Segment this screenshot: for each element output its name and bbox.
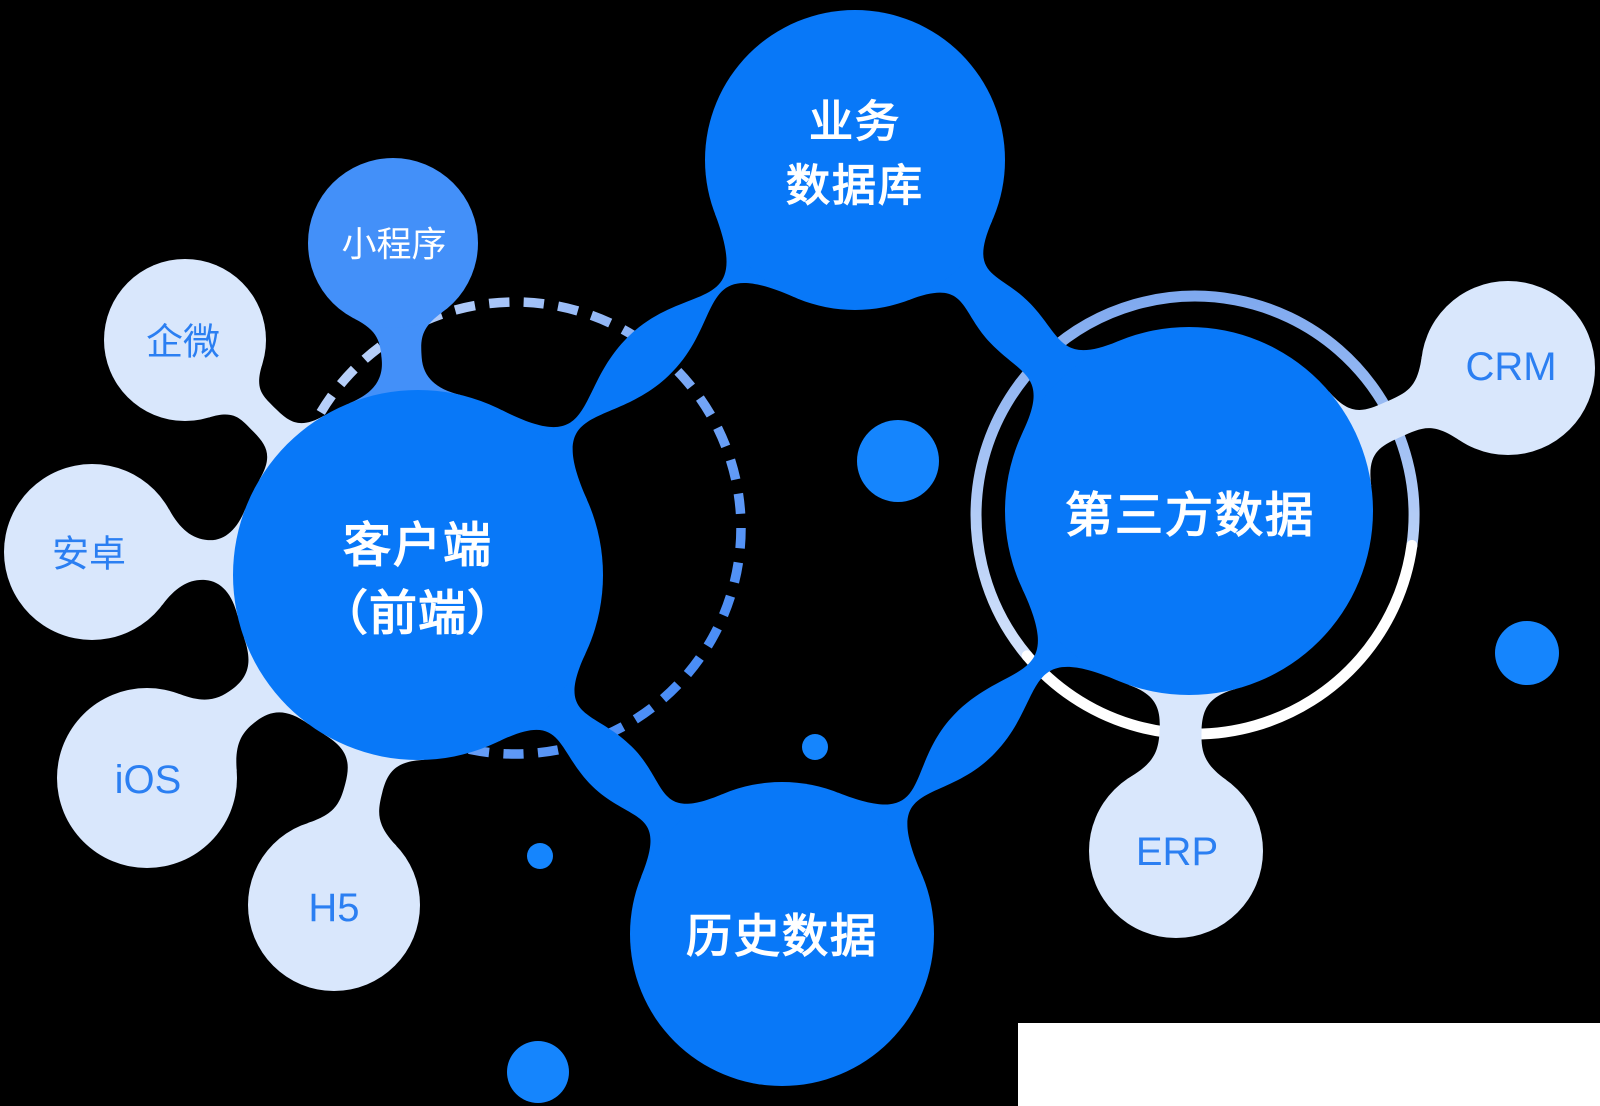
client-label-line2: （前端） [320,588,516,641]
accent-dot [1495,621,1559,685]
accent-dot [802,734,828,760]
stem-h5 [307,734,425,846]
stem-ios [179,637,309,771]
wecom-label: 企微 [146,322,220,363]
history-label: 历史数据 [686,910,878,962]
node-wecom [104,259,266,421]
satellite-circles [4,158,1595,991]
client-label-line1: 客户端 [343,520,493,573]
mini-program-label: 小程序 [341,226,446,265]
third-party-label: 第三方数据 [1065,490,1315,543]
android-label: 安卓 [52,534,126,575]
node-mini-program [308,158,478,328]
accent-dot [527,843,553,869]
node-third-party [1005,327,1373,695]
node-h5 [248,819,420,991]
node-history [630,782,934,1086]
connector-client-history [498,653,723,877]
node-erp [1089,764,1263,938]
h5-label: H5 [308,886,359,930]
labels: 业务 数据库 客户端 （前端） 第三方数据 历史数据 小程序 企微 安卓 iOS… [52,98,1557,963]
accent-dots [507,420,1559,1103]
node-ios [57,688,237,868]
accent-dot [857,420,939,502]
node-client [233,390,603,760]
business-db-label-line2: 数据库 [786,162,924,211]
erp-label: ERP [1136,830,1218,874]
business-db-label-line1: 业务 [809,98,901,147]
connector-history-thirdparty [837,589,1118,873]
ios-label: iOS [115,758,182,802]
stem-android [162,508,246,617]
node-crm [1421,281,1595,455]
stem-mini-program [348,312,461,404]
connector-business-client [501,213,795,500]
node-android [4,464,180,640]
crm-label: CRM [1465,345,1556,389]
stem-erp [1128,684,1237,781]
white-panel [1018,1023,1600,1106]
orbit-ring-white-arc [1021,540,1418,740]
accent-dot [507,1041,569,1103]
main-circles [233,10,1373,1086]
node-business-db [705,10,1005,310]
